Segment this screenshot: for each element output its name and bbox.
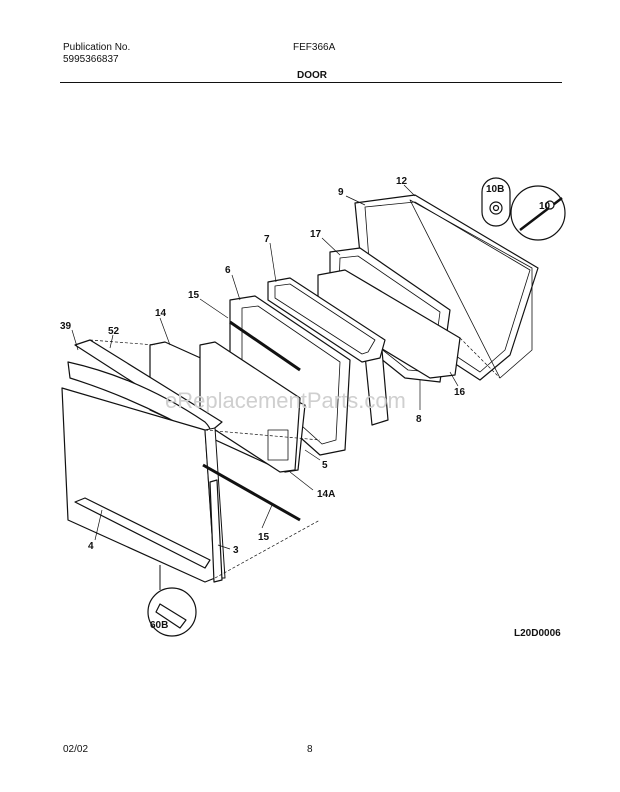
page-number: 8	[307, 744, 313, 755]
section-title: DOOR	[297, 70, 327, 81]
callout-10b: 10B	[486, 184, 504, 195]
watermark-text: eReplacementParts.com	[165, 388, 406, 413]
drawing-code: L20D0006	[514, 628, 561, 639]
washer-10b-part	[481, 177, 511, 227]
callout-8: 8	[416, 414, 422, 425]
publication-number: 5995366837	[63, 54, 119, 65]
leader-lines	[89, 337, 501, 579]
bottom-rail-part	[74, 497, 211, 569]
header-rule	[60, 82, 562, 83]
callout-15-lower: 15	[258, 532, 270, 543]
callout-10: 10	[539, 201, 551, 212]
callout-7: 7	[264, 234, 270, 245]
door-frame-part	[267, 277, 386, 363]
callout-6: 6	[225, 265, 231, 276]
screw-60b-part	[147, 565, 197, 637]
trim-strip-lower-part	[202, 463, 301, 522]
window-frame-part	[229, 295, 351, 456]
trim-strip-upper-part	[229, 320, 301, 372]
callout-3: 3	[233, 545, 239, 556]
callout-4: 4	[88, 541, 94, 552]
callout-60b: 60B	[150, 620, 168, 631]
callout-14a: 14A	[317, 489, 335, 500]
callout-39: 39	[60, 321, 72, 332]
callout-5: 5	[322, 460, 328, 471]
side-trim-part	[209, 479, 223, 583]
callout-52: 52	[108, 326, 120, 337]
callout-14: 14	[155, 308, 167, 319]
callout-9: 9	[338, 187, 344, 198]
publication-label: Publication No.	[63, 42, 131, 53]
callout-16: 16	[454, 387, 466, 398]
screw-10-part	[510, 185, 566, 241]
callout-15-upper: 15	[188, 290, 200, 301]
footer-date: 02/02	[63, 744, 89, 755]
callout-leaders	[71, 184, 459, 550]
callout-12: 12	[396, 176, 408, 187]
model-number: FEF366A	[293, 42, 336, 53]
callout-17: 17	[310, 229, 322, 240]
